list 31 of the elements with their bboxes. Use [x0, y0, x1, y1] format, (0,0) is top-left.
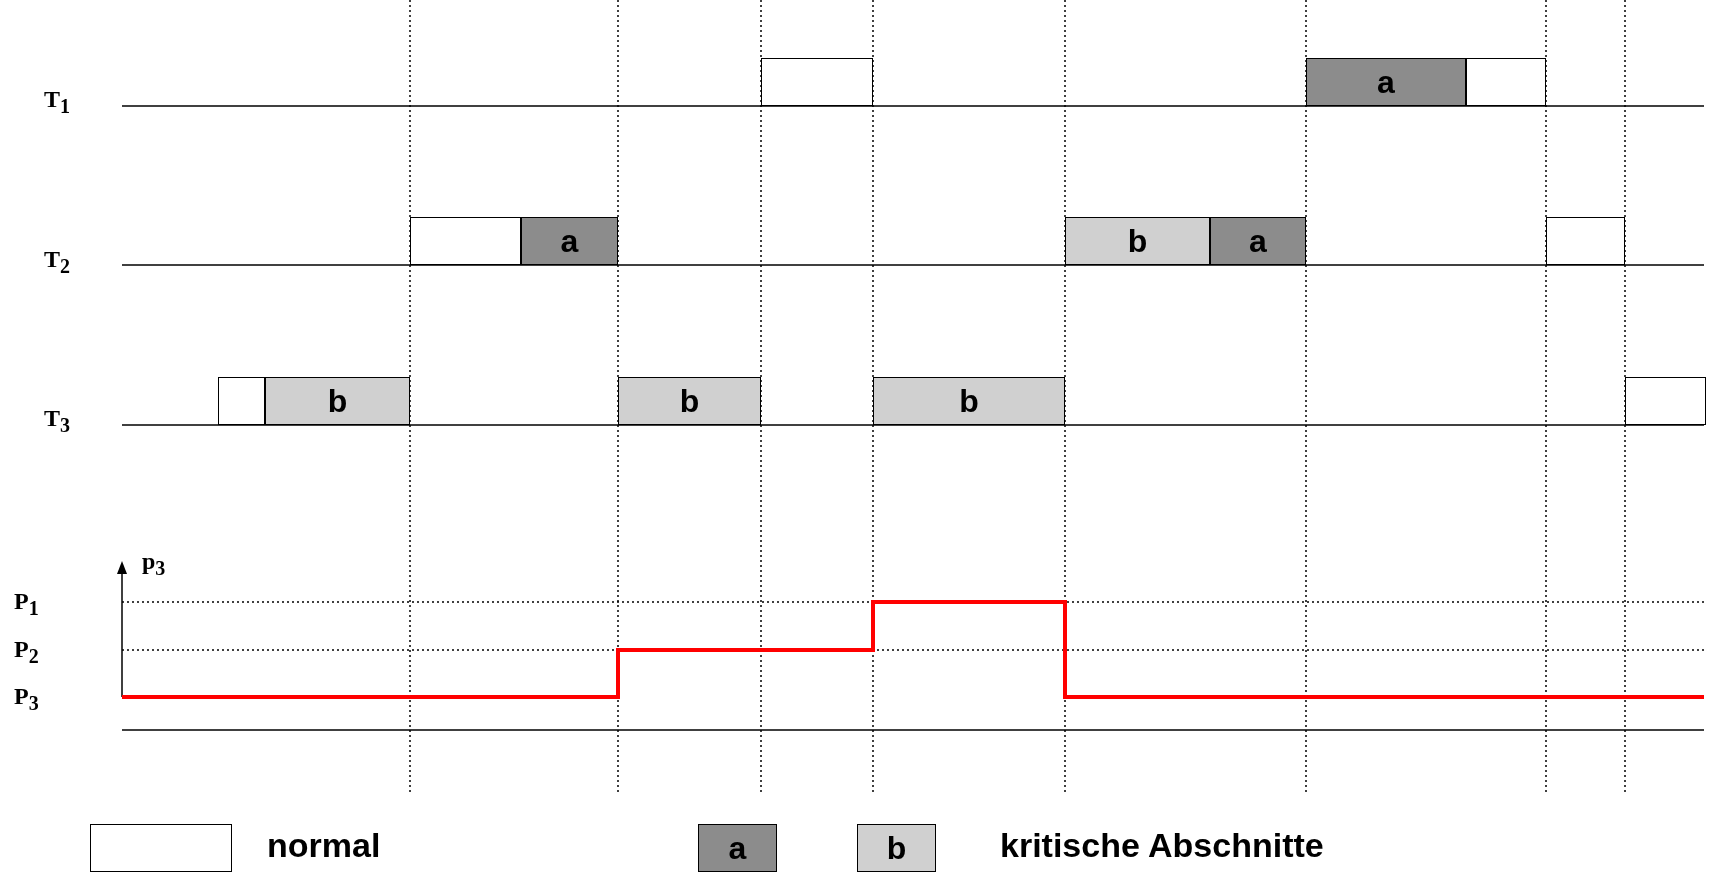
section-label: b [1127, 222, 1148, 260]
critical-section-bar [618, 377, 761, 425]
normal-section-bar [761, 58, 873, 106]
task-label: T$_{2}$ [44, 246, 70, 278]
normal-section-bar [218, 377, 265, 425]
section-label: a [560, 222, 579, 260]
critical-section-bar [521, 217, 618, 265]
section-label: a [1249, 222, 1267, 260]
task-label: T$_{1}$ [44, 86, 70, 118]
normal-section-bar [1466, 58, 1546, 106]
section-label: b [327, 382, 348, 420]
normal-section-bar [1546, 217, 1625, 265]
section-label: a [1377, 63, 1395, 101]
section-label: b [959, 382, 979, 420]
normal-section-bar [1625, 377, 1706, 425]
legend-text: normal [267, 826, 381, 865]
task-label: T$_{3}$ [44, 405, 70, 437]
section-label: b [679, 382, 700, 420]
swatch-label: b [886, 829, 907, 867]
critical-section-bar [265, 377, 410, 425]
priority-label: P$_{1}$ [14, 588, 39, 620]
axis-label: p$_{3}$ [142, 548, 166, 580]
critical-section-bar [1065, 217, 1210, 265]
normal-section-bar [410, 217, 521, 265]
critical-section-bar [873, 377, 1065, 425]
critical-section-bar [1306, 58, 1466, 106]
critical-section-bar [1210, 217, 1306, 265]
priority-label: P$_{2}$ [14, 636, 39, 668]
legend-text: kritische Abschnitte [1000, 826, 1324, 865]
priority-label: P$_{3}$ [14, 683, 39, 715]
swatch-label: a [728, 829, 747, 867]
